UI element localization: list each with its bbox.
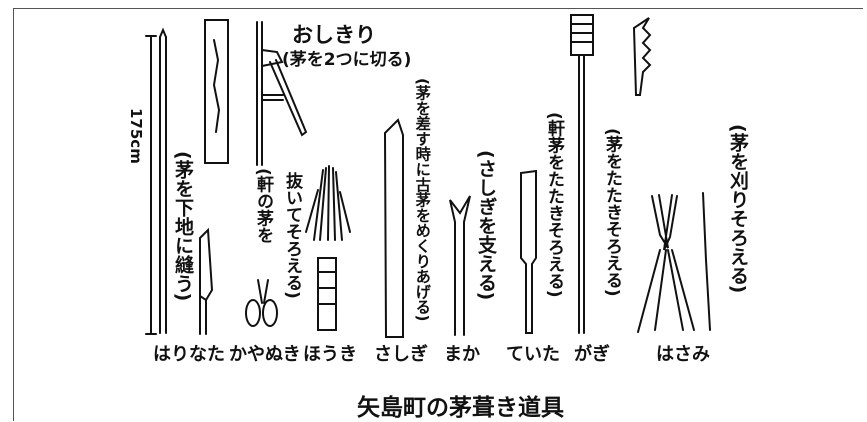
sashigi-note: (茅を差す時に古茅をめくりあげる): [413, 78, 432, 322]
gagi-drawing: [570, 14, 652, 334]
gagi-note: (茅をたたきそろえる): [602, 128, 622, 297]
teita-note: (軒茅をたたきそろえる): [544, 112, 564, 298]
teita-drawing: [520, 169, 537, 334]
tool-label-maka: まか: [444, 344, 480, 365]
height-marker-label: 175cm: [127, 108, 145, 164]
figure-caption: 矢島町の茅葺き道具: [357, 395, 564, 421]
tool-label-sashigi: さしぎ: [374, 344, 428, 365]
oshikiri-drawing: [204, 19, 308, 166]
houki-drawing: [305, 165, 351, 331]
oshikiri-name: おしきり: [292, 23, 376, 47]
houki-note: 抜いてそろえる): [282, 172, 302, 299]
tool-label-hasami: はさみ: [656, 344, 710, 365]
kayanuki-drawing: [245, 279, 278, 327]
tool-label-teita: ていた: [506, 344, 560, 365]
oshikiri-note: (茅を2つに切る): [282, 50, 412, 70]
tool-label-kayanuki: かやぬき: [229, 344, 301, 365]
kayanuki-note: (軒の茅を: [253, 168, 273, 244]
tool-label-gagi: がぎ: [574, 344, 610, 365]
sashigi-drawing: [383, 118, 404, 338]
hasami-drawing: [637, 192, 711, 333]
maka-drawing: [449, 195, 471, 336]
figure-frame: [13, 8, 863, 421]
tool-label-harinata: はりなた: [153, 344, 225, 365]
tool-label-houki: ほうき: [303, 344, 357, 365]
maka-note: (さしぎを支える): [475, 150, 497, 301]
harinata-note: (茅を下地に縫う): [172, 151, 194, 302]
harinata-drawing: [159, 27, 214, 335]
hasami-note: (茅を刈りそろえる): [727, 124, 749, 294]
height-scale-bracket: [145, 35, 157, 335]
